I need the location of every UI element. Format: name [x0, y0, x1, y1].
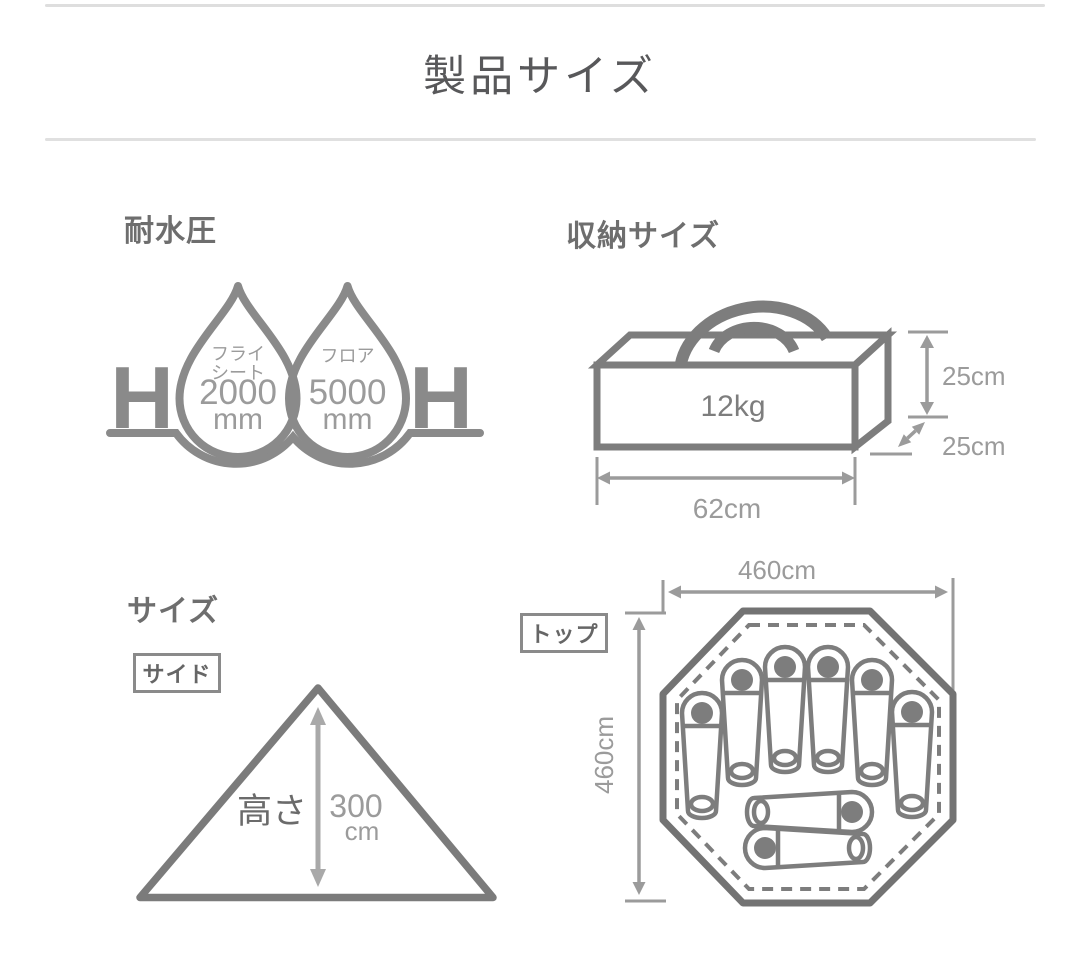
- storage-depth-label: 25cm: [942, 431, 1006, 461]
- water-resistance-diagram: H H フライ シート 2000 mm フロア 5000 mm: [106, 282, 484, 468]
- depth-arrowhead-up: [911, 422, 925, 435]
- fly-sheet-label-line1: フライ: [211, 344, 265, 364]
- height-unit: cm: [345, 816, 380, 846]
- side-view-diagram: 高さ 300 cm: [136, 684, 497, 902]
- fly-sheet-drop-shape: [175, 282, 301, 461]
- floor-width-label: 460cm: [738, 555, 816, 585]
- sleeping-bag-2: [722, 660, 762, 785]
- bag-weight-label: 12kg: [700, 390, 765, 423]
- storage-width-label: 62cm: [693, 493, 761, 524]
- height-arrowhead-down: [920, 402, 934, 415]
- ground-line: [106, 429, 484, 468]
- floor-label: フロア: [321, 346, 375, 366]
- sleeping-bag-1: [682, 693, 722, 818]
- water-resistance-heading: 耐水圧: [124, 215, 217, 248]
- tent-triangle-outline: [136, 684, 497, 902]
- size-heading: サイズ: [127, 595, 220, 628]
- sleeping-bag-4: [808, 647, 848, 772]
- bag-handle-front: [708, 321, 800, 354]
- width-arrowhead-left: [668, 585, 681, 599]
- top-border-line: [45, 4, 1045, 7]
- floor-depth-label: 460cm: [589, 716, 619, 794]
- height-label: 高さ: [237, 792, 307, 831]
- height-arrowhead-up: [310, 707, 326, 725]
- floor-value: 5000: [309, 373, 387, 412]
- floor-unit: mm: [323, 403, 373, 436]
- sleeping-bag-3: [765, 647, 805, 772]
- width-arrowhead-left: [597, 471, 610, 485]
- width-arrowhead-right: [935, 585, 948, 599]
- sleeping-bag-6: [892, 692, 932, 817]
- fly-sheet-value: 2000: [199, 373, 277, 412]
- sleeping-bag-5: [852, 660, 892, 785]
- height-arrowhead-down: [310, 869, 326, 887]
- bag-front-face: [593, 361, 859, 451]
- side-view-label: サイド: [142, 662, 212, 687]
- bag-handle-back: [674, 300, 833, 371]
- top-view-label: トップ: [529, 622, 599, 647]
- height-value: 300: [329, 788, 382, 824]
- storage-height-label: 25cm: [942, 361, 1006, 391]
- inner-floor-dashed-line: [675, 623, 941, 891]
- title-divider-line: [45, 138, 1036, 141]
- width-arrowhead-right: [842, 471, 855, 485]
- fly-sheet-unit: mm: [213, 403, 263, 436]
- depth-arrowhead-up: [632, 617, 646, 630]
- depth-arrowhead-down: [898, 434, 912, 447]
- depth-arrowhead-down: [632, 882, 646, 895]
- depth-dim-arrow-line: [906, 429, 917, 440]
- page-title: 製品サイズ: [423, 53, 657, 101]
- top-view-diagram: 460cm 460cm: [589, 555, 957, 907]
- floor-drop-shape: [285, 282, 410, 461]
- side-view-label-box: サイド: [133, 653, 221, 693]
- top-view-label-box: トップ: [520, 613, 608, 653]
- storage-bag-diagram: 12kg 25cm 25cm 62cm: [587, 300, 1006, 524]
- storage-size-heading: 収納サイズ: [566, 220, 721, 253]
- fly-sheet-label-line2: シート: [211, 363, 265, 383]
- sleeping-bag-8: [745, 828, 870, 868]
- bag-top-face: [587, 331, 898, 369]
- height-arrowhead-up: [920, 335, 934, 348]
